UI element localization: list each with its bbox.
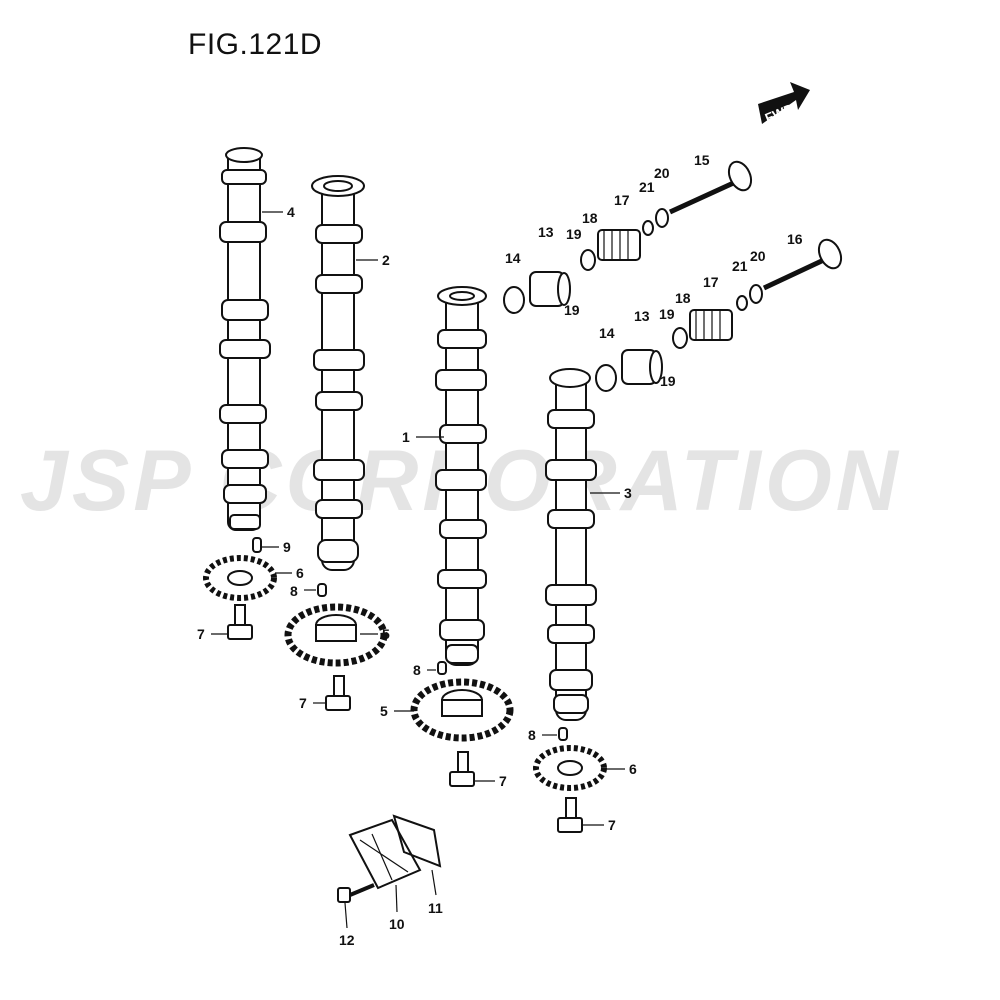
callout-label: 7: [499, 773, 507, 789]
callout-label: 19: [659, 306, 675, 322]
dowel-pins: [252, 537, 568, 741]
callout-label: 14: [505, 250, 521, 266]
sprocket-5-right: [410, 678, 514, 742]
callout-label: 10: [389, 916, 405, 932]
callout-label: 11: [428, 900, 443, 916]
callout-label: 16: [787, 231, 803, 247]
callout-label: 12: [339, 932, 355, 948]
cover-10: [348, 818, 422, 890]
callout-label: 1: [402, 429, 410, 445]
sprocket-6-left: [203, 555, 277, 601]
leader-lines: [211, 211, 625, 929]
callout-label: 5: [380, 703, 388, 719]
callout-label: 7: [197, 626, 205, 642]
callout-label: 17: [614, 192, 630, 208]
callout-label: 7: [608, 817, 616, 833]
camshaft-2: [311, 175, 365, 571]
valve-assembly-lower: [595, 238, 843, 392]
callout-label: 4: [287, 204, 295, 220]
callout-label: 13: [634, 308, 650, 324]
callout-label: 14: [599, 325, 615, 341]
callout-label: 19: [660, 373, 676, 389]
callout-label: 8: [528, 727, 536, 743]
gasket-11: [392, 814, 442, 868]
callout-label: 21: [639, 179, 655, 195]
callout-label: 21: [732, 258, 748, 274]
callout-label: 7: [299, 695, 307, 711]
callout-label: 20: [750, 248, 766, 264]
callout-label: 8: [290, 583, 298, 599]
bolt-12: [337, 883, 375, 903]
camshaft-4: [219, 147, 271, 531]
callout-label: 17: [703, 274, 719, 290]
callout-labels: 4 2 1 3 9 6 8 5 7 8 7 5 8 6 7 7 11 10 12…: [197, 152, 803, 948]
sprocket-6-right: [533, 745, 607, 791]
forward-arrow-icon: FWD: [758, 82, 810, 126]
callout-label: 18: [675, 290, 691, 306]
callout-label: 15: [694, 152, 710, 168]
callout-label: 8: [413, 662, 421, 678]
callout-label: 6: [629, 761, 637, 777]
callout-label: 19: [564, 302, 580, 318]
camshaft-1: [435, 286, 487, 666]
callout-label: 20: [654, 165, 670, 181]
callout-label: 19: [566, 226, 582, 242]
valve-assembly-upper: [503, 160, 753, 314]
callout-label: 9: [283, 539, 291, 555]
callout-label: 3: [624, 485, 632, 501]
callout-label: 13: [538, 224, 554, 240]
sprocket-bolts: [227, 604, 583, 833]
callout-label: 6: [296, 565, 304, 581]
sprocket-5-left: [284, 603, 388, 667]
callout-label: 5: [382, 626, 390, 642]
callout-label: 18: [582, 210, 598, 226]
camshaft-3: [545, 368, 597, 721]
callout-label: 2: [382, 252, 390, 268]
figure-title: FIG.121D: [188, 28, 323, 61]
